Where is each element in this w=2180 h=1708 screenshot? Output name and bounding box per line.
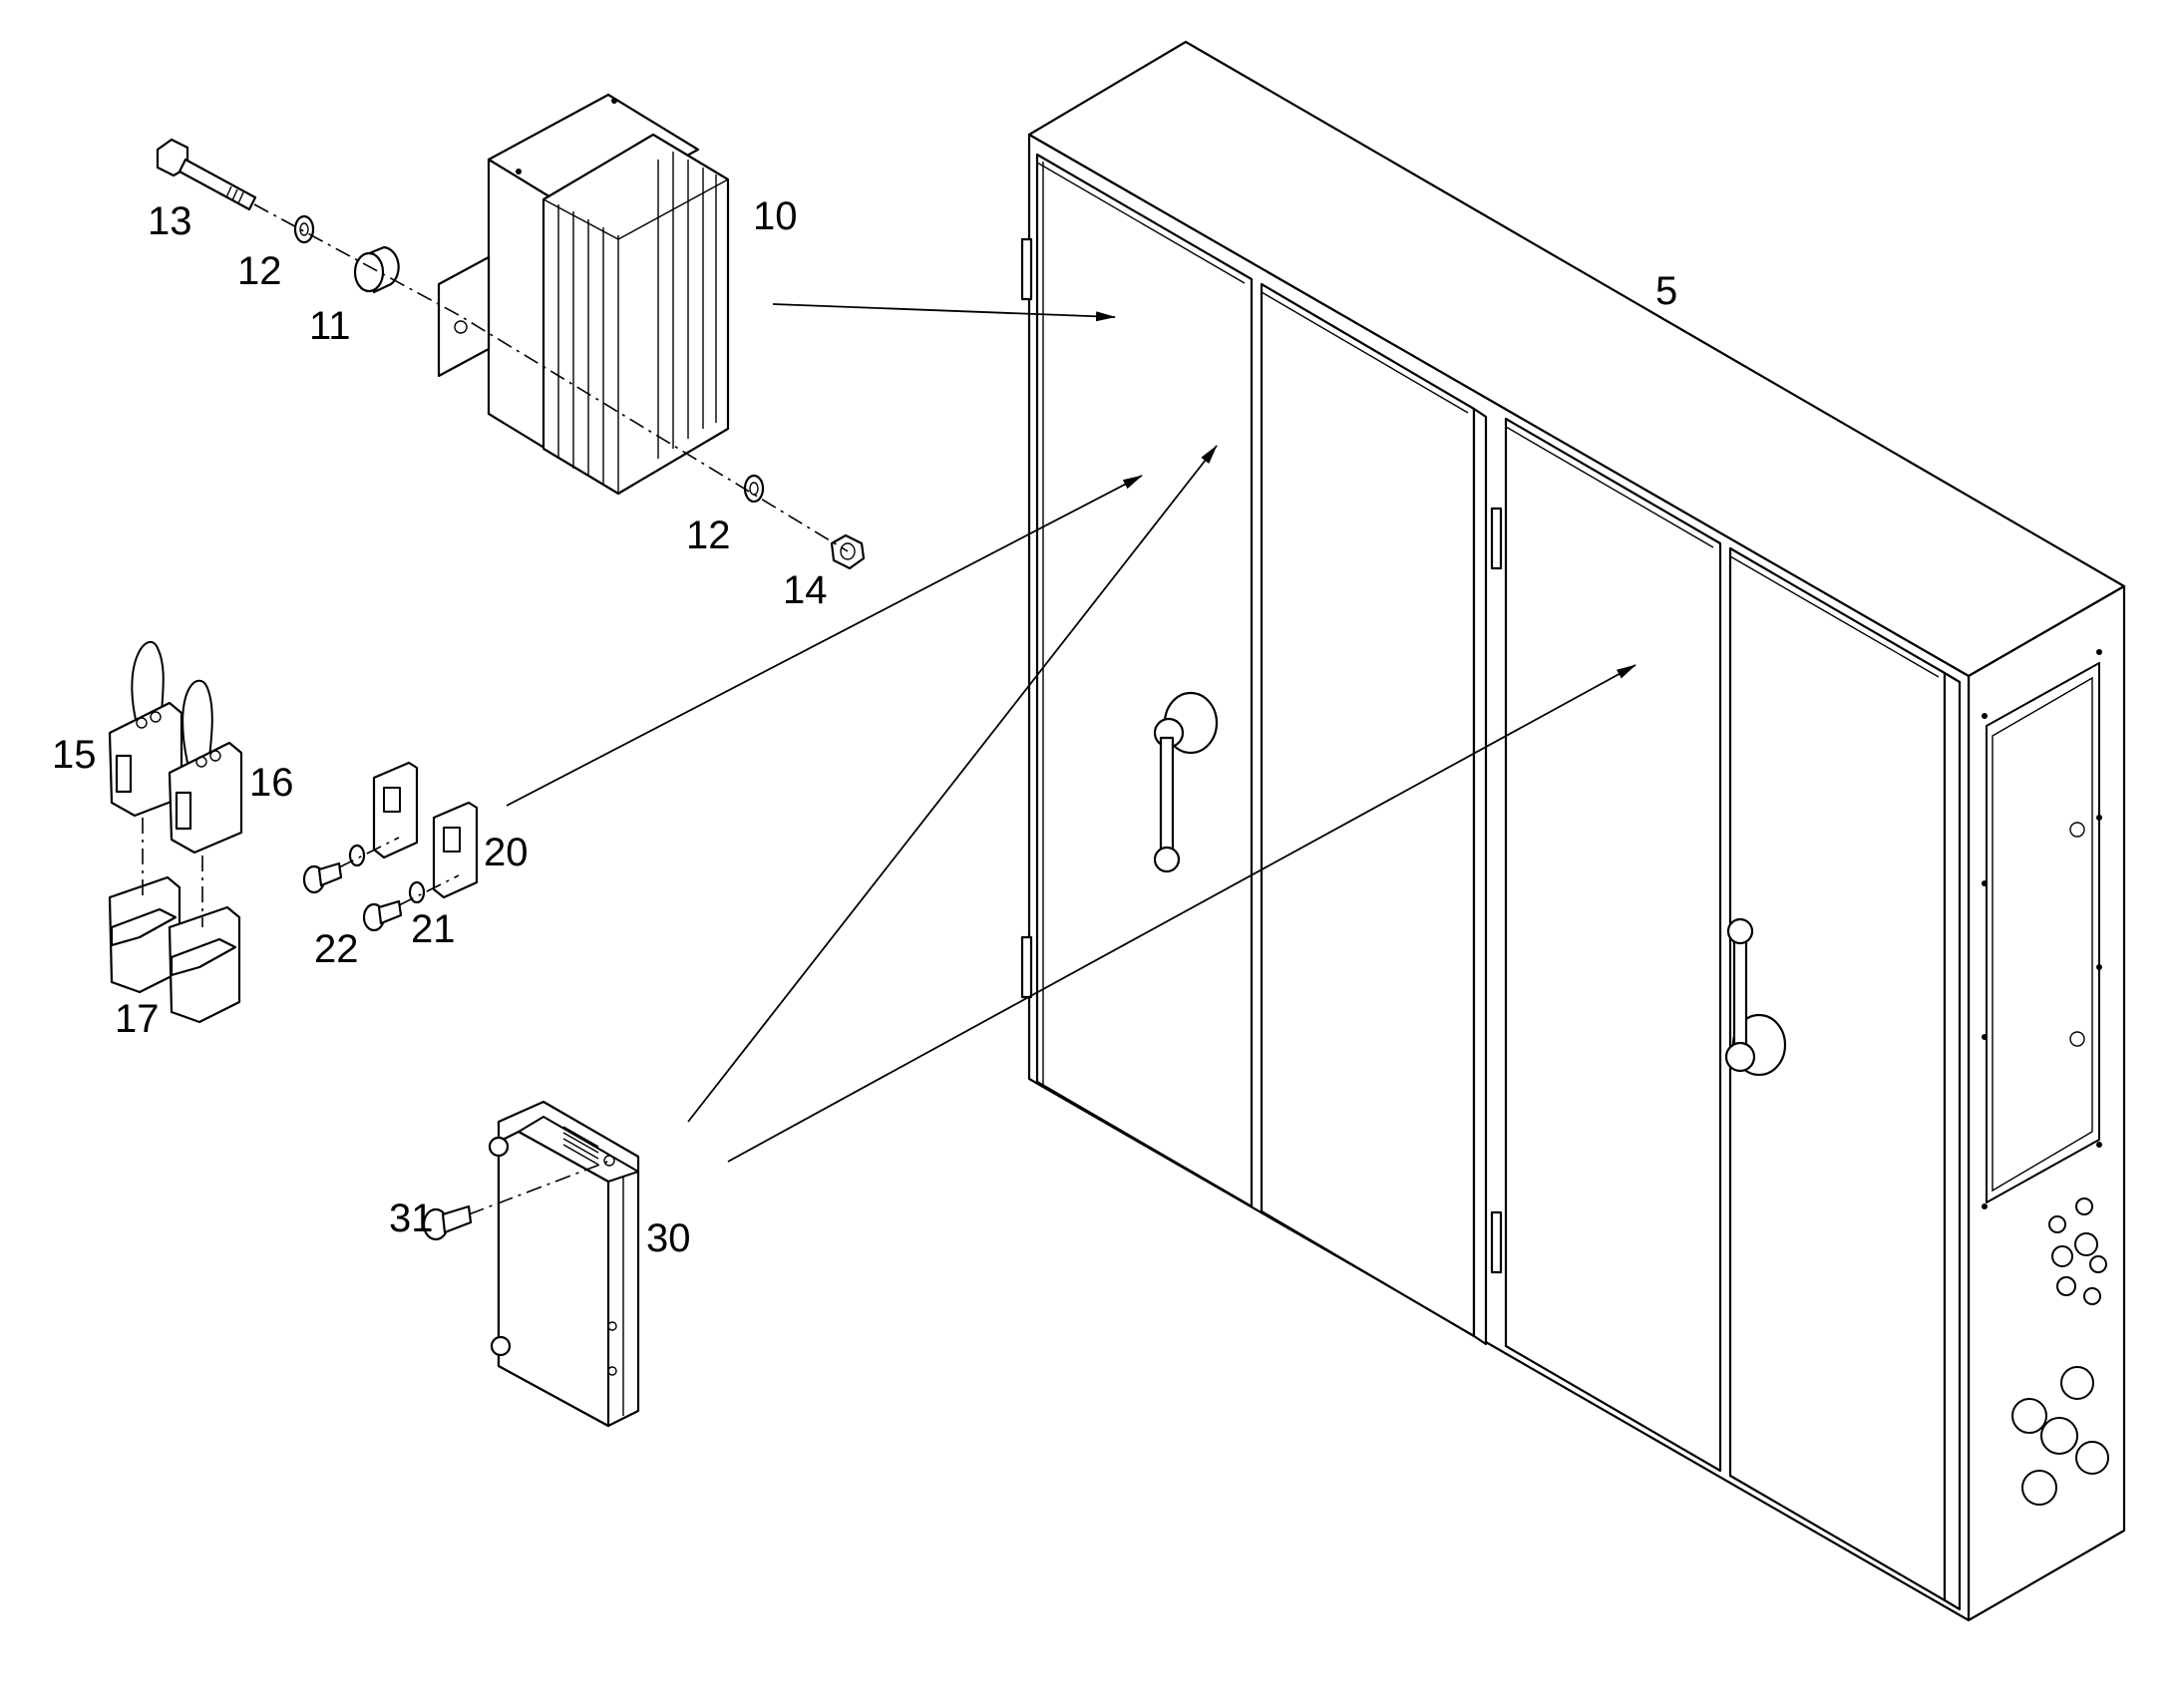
hinge [1020,935,1033,999]
hinge [1490,507,1503,570]
connector-16 [168,679,243,854]
cabinet-door-2 [1260,282,1476,1338]
heater-unit [437,93,730,496]
screw [362,899,403,932]
callout-12-top: 12 [237,249,282,293]
callout-15: 15 [52,733,97,777]
clip-20b [432,801,479,899]
control-module [488,1100,640,1428]
callout-12-bottom: 12 [686,513,731,557]
callout-13: 13 [148,199,192,243]
hex-nut [830,533,866,570]
washer [743,474,765,504]
leader-arrows [506,303,1636,1163]
callout-17: 17 [115,997,160,1041]
cabinet-door-3 [1504,417,1722,1473]
callout-31: 31 [389,1196,434,1240]
cabinet-enclosure [1020,40,2126,1622]
washer [408,880,426,904]
door-handle-right [1724,917,1787,1077]
callout-5: 5 [1655,269,1677,313]
callout-10: 10 [753,194,798,238]
callout-30: 30 [646,1216,691,1260]
callout-21: 21 [411,907,456,951]
callout-22: 22 [314,927,359,971]
spacer [353,245,400,294]
washer [348,844,366,867]
side-panel-holes [1982,649,2109,1506]
hinge [1020,237,1033,301]
clip-20a [372,761,419,859]
connector-17 [108,875,241,1024]
cabinet-door-1 [1035,153,1254,1208]
screw [422,1204,473,1241]
callout-16: 16 [249,761,294,805]
callout-11: 11 [309,304,351,348]
washer [293,214,315,244]
hinge [1490,1210,1503,1274]
callout-14: 14 [783,568,828,612]
bolt [156,138,257,211]
callout-20: 20 [484,831,529,874]
door-handle-left [1153,691,1219,873]
screw [302,861,343,894]
